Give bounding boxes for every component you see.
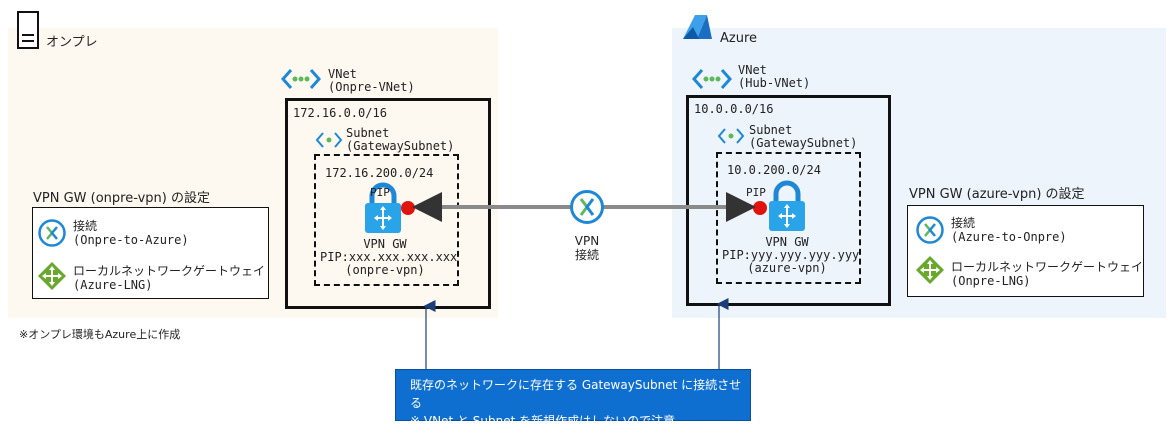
azure-subnet-box: [716, 152, 861, 284]
onprem-connection-label: 接続: [73, 219, 98, 233]
onprem-gw-name: VPN GW: [363, 237, 407, 251]
azure-connection-name: (Azure-to-Onpre): [951, 230, 1067, 244]
azure-lng-name: (Onpre-LNG): [951, 274, 1031, 288]
onprem-subnet-sub: (GatewaySubnet): [346, 139, 455, 153]
lock-gateway-icon: [769, 180, 805, 231]
lock-gateway-icon: [365, 182, 401, 233]
callout-box: 既存のネットワークに存在する GatewaySubnet に接続させる ※ VN…: [395, 369, 751, 428]
azure-pip-dot: [753, 201, 767, 215]
onprem-settings-title: VPN GW (onpre-vpn) の設定: [33, 191, 210, 206]
onprem-lng-label: ローカルネットワークゲートウェイ: [73, 264, 266, 278]
azure-gw-pip: PIP:yyy.yyy.yyy.yyy: [722, 248, 860, 262]
azure-title: Azure: [720, 31, 758, 46]
onprem-pip-dot: [401, 201, 415, 215]
onprem-vnet-box: [285, 98, 491, 309]
vpn-connection-icon: [570, 190, 604, 224]
onprem-gw-id: (onpre-vpn): [345, 263, 425, 277]
azure-subnet-name: Subnet: [749, 123, 793, 137]
azure-vnet-box: [686, 95, 891, 306]
local-network-gateway-icon: [38, 262, 66, 290]
subnet-icon: [315, 132, 343, 148]
azure-vnet-sub: (Hub-VNet): [738, 76, 811, 90]
azure-lng-label: ローカルネットワークゲートウェイ: [951, 260, 1144, 274]
onprem-note: ※オンプレ環境もAzure上に作成: [19, 328, 181, 341]
onprem-vnet-address: 172.16.0.0/16: [293, 106, 387, 120]
onprem-vnet-sub: (Onpre-VNet): [328, 80, 415, 94]
azure-vnet-address: 10.0.0.0/16: [694, 102, 774, 116]
onprem-lng-name: (Azure-LNG): [73, 278, 153, 292]
vnet-icon: [691, 69, 733, 89]
azure-gw-id: (azure-vpn): [747, 261, 827, 275]
vpn-label-line1: VPN: [574, 234, 600, 248]
onprem-title: オンプレ: [46, 35, 98, 50]
connection-icon: [916, 216, 944, 244]
onprem-connection-name: (Onpre-to-Azure): [73, 233, 189, 247]
onprem-settings-box: [32, 207, 269, 299]
onprem-subnet-name: Subnet: [346, 126, 390, 140]
callout-line2: ※ VNet と Subnet を新規作成はしないので注意: [410, 414, 676, 428]
azure-gw-name: VPN GW: [765, 235, 809, 249]
azure-logo-icon: [683, 15, 712, 39]
onprem-vnet-name: VNet: [328, 67, 357, 81]
onprem-gw-pip: PIP:xxx.xxx.xxx.xxx: [320, 250, 458, 264]
callout-line1: 既存のネットワークに存在する GatewaySubnet に接続させる: [410, 378, 742, 410]
onprem-subnet-address: 172.16.200.0/24: [325, 166, 434, 180]
server-icon: [17, 11, 39, 49]
azure-settings-box: [907, 205, 1144, 297]
azure-connection-label: 接続: [951, 216, 976, 230]
azure-settings-title: VPN GW (azure-vpn) の設定: [909, 187, 1085, 202]
connection-icon: [38, 219, 66, 247]
vpn-label-line2: 接続: [574, 248, 599, 262]
subnet-icon: [717, 128, 745, 144]
onprem-subnet-box: [314, 154, 459, 286]
local-network-gateway-icon: [916, 256, 944, 284]
azure-subnet-address: 10.0.200.0/24: [727, 163, 821, 177]
azure-vnet-name: VNet: [738, 63, 767, 77]
vnet-icon: [280, 69, 322, 89]
onprem-pip-label: PIP: [370, 186, 390, 199]
azure-subnet-sub: (GatewaySubnet): [749, 136, 858, 150]
